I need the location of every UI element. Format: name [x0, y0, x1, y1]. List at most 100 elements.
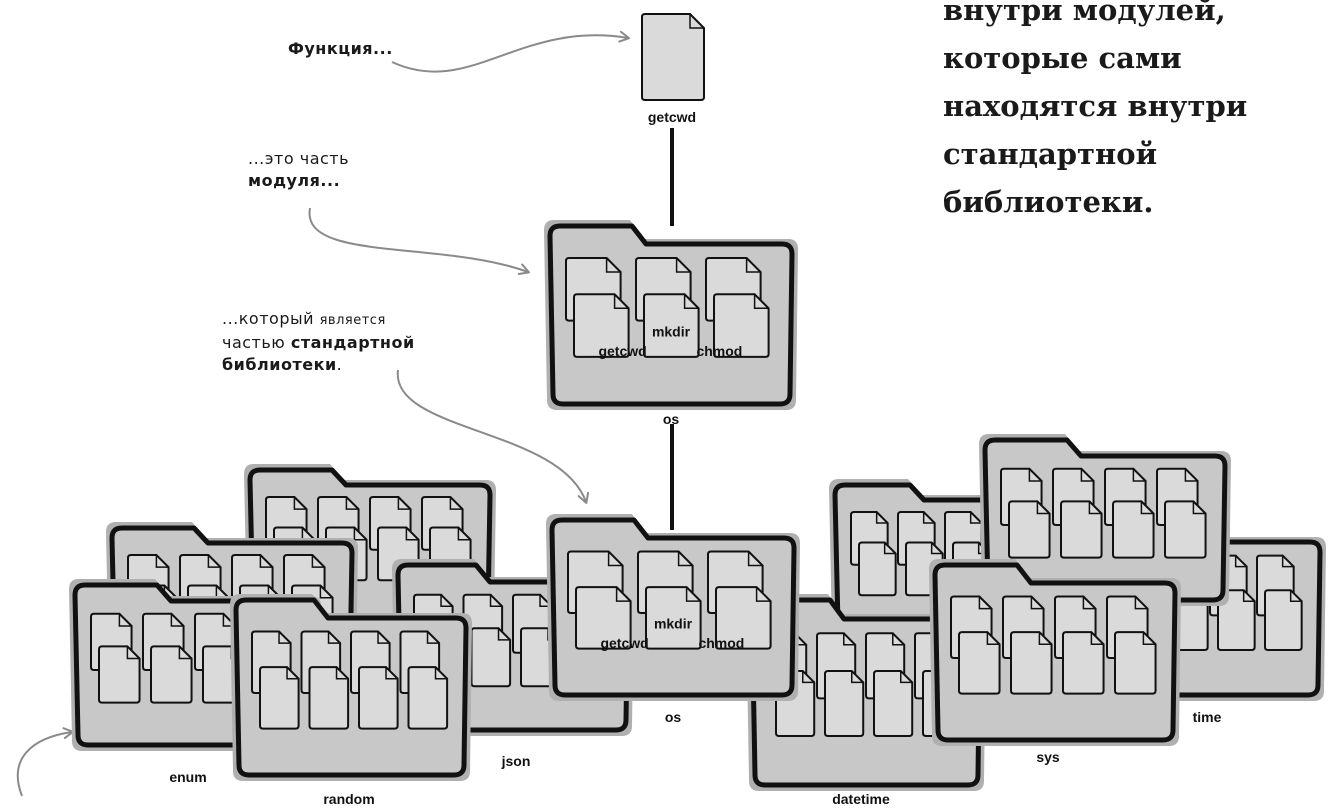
file-corner-fold — [126, 646, 140, 660]
file-icon — [645, 586, 702, 650]
folder-label: json — [501, 753, 531, 769]
file-corner-fold — [1140, 501, 1154, 515]
file-label-getcwd: getcwd — [598, 343, 646, 359]
file-icon — [575, 586, 632, 650]
annotation-which-is-thin: является — [319, 313, 386, 328]
folder-label: time — [1193, 709, 1222, 725]
file-icon-getcwd — [641, 13, 705, 101]
file-corner-fold — [170, 613, 184, 627]
file-corner-fold — [843, 633, 856, 646]
file-corner-fold — [747, 551, 763, 567]
folder-label: random — [323, 791, 374, 806]
file-icon — [573, 293, 630, 358]
file-label-chmod: chmod — [698, 635, 744, 651]
file-corner-fold — [345, 497, 359, 510]
file-icon — [713, 293, 770, 358]
file-icon — [1164, 500, 1207, 559]
file-icon — [958, 631, 1001, 695]
file-corner-fold — [978, 596, 992, 610]
file-icon — [150, 645, 193, 704]
file-corner-fold — [1281, 555, 1294, 568]
file-corner-fold — [677, 551, 693, 567]
file-corner-fold — [385, 667, 398, 680]
file-corner-fold — [892, 633, 905, 646]
file-corner-fold — [1088, 501, 1102, 515]
file-corner-fold — [1192, 501, 1206, 515]
file-corner-fold — [1242, 590, 1255, 602]
file-corner-fold — [1142, 632, 1156, 646]
file-corner-fold — [278, 631, 291, 644]
folder-label: sys — [1036, 749, 1060, 765]
file-corner-fold — [969, 512, 982, 524]
file-corner-fold — [1234, 555, 1247, 568]
file-icon — [358, 666, 399, 730]
file-corner-fold — [1038, 632, 1052, 646]
file-icon — [407, 666, 449, 730]
file-corner-fold — [1184, 468, 1198, 482]
file-label-chmod: chmod — [696, 343, 742, 359]
annotation-module: ...это часть модуля... — [248, 148, 349, 192]
arrow-function — [391, 30, 630, 73]
file-corner-fold — [319, 585, 333, 599]
file-corner-fold — [377, 631, 390, 644]
annotation-library: ...который является частью стандартной б… — [222, 308, 415, 376]
file-corner-fold — [605, 258, 621, 273]
file-corner-fold — [1036, 501, 1050, 515]
folder-label: enum — [169, 769, 206, 785]
file-corner-fold — [311, 555, 325, 568]
file-corner-fold — [1289, 590, 1302, 602]
file-corner-fold — [883, 542, 896, 555]
file-corner-fold — [986, 632, 1000, 646]
standard-library: enum json datetime time random sys mkdirgetcwd… — [69, 434, 1326, 807]
file-icon — [1060, 500, 1103, 559]
file-corner-fold — [922, 512, 935, 524]
arrow-library — [396, 369, 590, 504]
file-corner-fold — [930, 542, 943, 555]
file-corner-fold — [155, 555, 169, 568]
file-corner-fold — [335, 667, 349, 680]
file-corner-fold — [1090, 632, 1104, 646]
file-corner-fold — [286, 667, 299, 680]
heading-line-3: находятся внутри — [943, 89, 1248, 123]
file-corner-fold — [1134, 596, 1148, 610]
file-label-mkdir: mkdir — [652, 323, 691, 339]
file-corner-fold — [457, 527, 471, 541]
folder-label: datetime — [832, 791, 890, 806]
file-corner-fold — [426, 631, 440, 644]
file-label-mkdir: mkdir — [654, 616, 693, 632]
file-corner-fold — [607, 551, 623, 567]
file-icon — [259, 666, 300, 730]
file-corner-fold — [327, 631, 341, 644]
annotation-part-of-hl: стандартной — [290, 333, 415, 352]
file-corner-fold — [207, 555, 221, 568]
heading-line-5: библиотеки. — [943, 185, 1154, 219]
file-corner-fold — [753, 294, 769, 310]
file-corner-fold — [259, 555, 273, 568]
annotation-which-is: ...который — [222, 309, 315, 328]
file-label: getcwd — [648, 109, 696, 125]
file-icon — [1112, 500, 1155, 559]
heading-text: внутри модулей, которые сами находятся в… — [943, 0, 1328, 226]
file-corner-fold — [851, 670, 864, 684]
file-corner-fold — [675, 258, 691, 273]
annotation-module-line2: модуля... — [248, 171, 341, 190]
file-corner-fold — [1132, 468, 1146, 482]
file-corner-fold — [613, 294, 629, 310]
file-icon — [470, 627, 512, 688]
annotation-library-dot: . — [336, 355, 343, 374]
file-icon — [308, 666, 350, 730]
file-icon — [1062, 631, 1105, 695]
annotation-library-line3: библиотеки. — [222, 354, 415, 376]
file-corner-fold — [397, 497, 411, 510]
file-corner-fold — [689, 14, 704, 29]
file-icon — [873, 669, 914, 737]
file-corner-fold — [440, 594, 453, 608]
annotation-part-of: частью — [222, 333, 286, 352]
annotation-module-line1: ...это часть — [248, 149, 350, 168]
library-module-random: random — [230, 594, 472, 807]
arrow-module — [308, 207, 530, 275]
file-icon — [824, 669, 865, 737]
file-corner-fold — [178, 646, 192, 660]
